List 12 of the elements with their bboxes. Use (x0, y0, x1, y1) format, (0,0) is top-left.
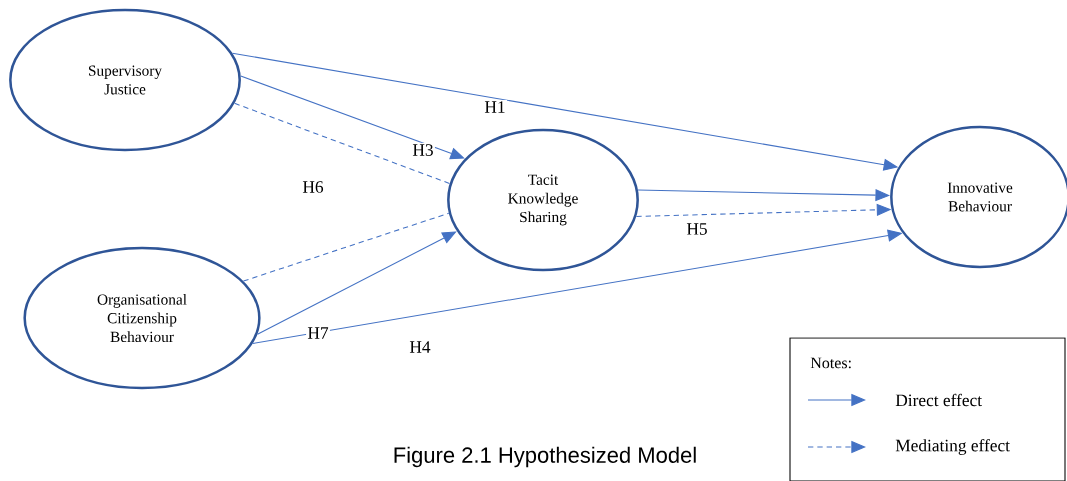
legend-heading: Notes: (810, 357, 851, 369)
edge-label: H5 (685, 221, 709, 237)
legend-text: Direct effect (895, 393, 982, 407)
arrow (256, 231, 457, 335)
edge-label: H7 (306, 326, 330, 340)
edge-label: H1 (483, 99, 507, 115)
edge-label: H4 (408, 339, 432, 355)
arrow (240, 75, 465, 160)
edge-label: H3 (411, 142, 435, 158)
edge-label: H6 (301, 179, 325, 195)
figure-caption: Figure 2.1 Hypothesized Model (394, 446, 696, 468)
legend-text: Mediating effect (895, 439, 1010, 455)
